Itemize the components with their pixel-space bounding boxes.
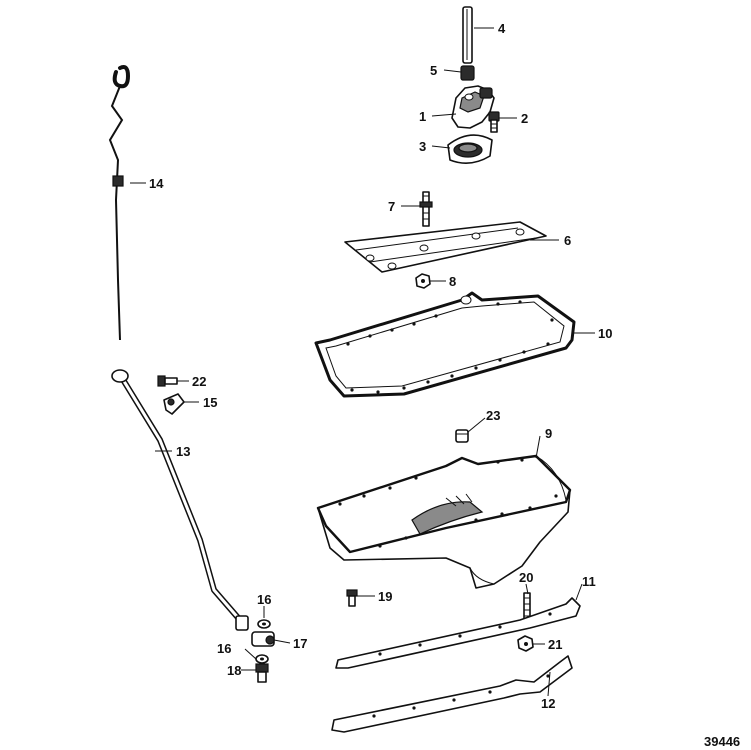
callout-labels: 4 5 1 2 3 7 6 8 10 23 9 20 11 19 21 12 1…: [149, 21, 740, 749]
part-3-pickup-screen: [447, 134, 493, 164]
callout-8: 8: [449, 274, 456, 289]
callout-19: 19: [378, 589, 392, 604]
part-9-oil-pan: [316, 454, 572, 589]
part-13-dipstick-tube: [111, 369, 249, 631]
part-12-side-gasket: [331, 655, 573, 733]
part-6-windage-tray: [344, 221, 547, 273]
callout-20: 20: [519, 570, 533, 585]
callout-16-lower: 16: [217, 641, 231, 656]
callout-17: 17: [293, 636, 307, 651]
callout-1: 1: [419, 109, 426, 124]
callout-10: 10: [598, 326, 612, 341]
callout-18: 18: [227, 663, 241, 678]
callout-21: 21: [548, 637, 562, 652]
callout-22: 22: [192, 374, 206, 389]
callout-4: 4: [498, 21, 506, 36]
part-17-fitting: [251, 631, 275, 647]
part-4-pump-shaft: [462, 6, 473, 64]
part-11-side-gasket: [335, 597, 581, 669]
diagram-id: 39446: [704, 734, 740, 749]
part-10-pan-gasket: [314, 291, 576, 398]
part-18-plug: [255, 663, 269, 683]
callout-13: 13: [176, 444, 190, 459]
callout-14: 14: [149, 176, 164, 191]
callout-3: 3: [419, 139, 426, 154]
callout-12: 12: [541, 696, 555, 711]
part-5-sleeve: [460, 65, 475, 81]
part-23-plug: [455, 429, 469, 443]
part-21-nut: [517, 635, 534, 652]
callout-2: 2: [521, 111, 528, 126]
callout-9: 9: [545, 426, 552, 441]
callout-6: 6: [564, 233, 571, 248]
part-14-dipstick: [108, 65, 130, 341]
part-22-bolt: [157, 375, 178, 387]
part-15-clip: [163, 393, 185, 415]
part-7-stud: [419, 191, 433, 227]
callout-23: 23: [486, 408, 500, 423]
callout-7: 7: [388, 199, 395, 214]
callout-11: 11: [582, 574, 596, 589]
leader-lines: [130, 27, 595, 697]
part-16-washer-lower: [255, 654, 269, 664]
part-2-bolt: [488, 111, 500, 133]
part-19-bolt: [346, 589, 358, 607]
part-16-washer-upper: [257, 619, 271, 629]
part-1-oil-pump: [451, 85, 495, 129]
callout-16-upper: 16: [257, 592, 271, 607]
part-8-nut: [415, 273, 431, 289]
callout-15: 15: [203, 395, 217, 410]
callout-5: 5: [430, 63, 437, 78]
